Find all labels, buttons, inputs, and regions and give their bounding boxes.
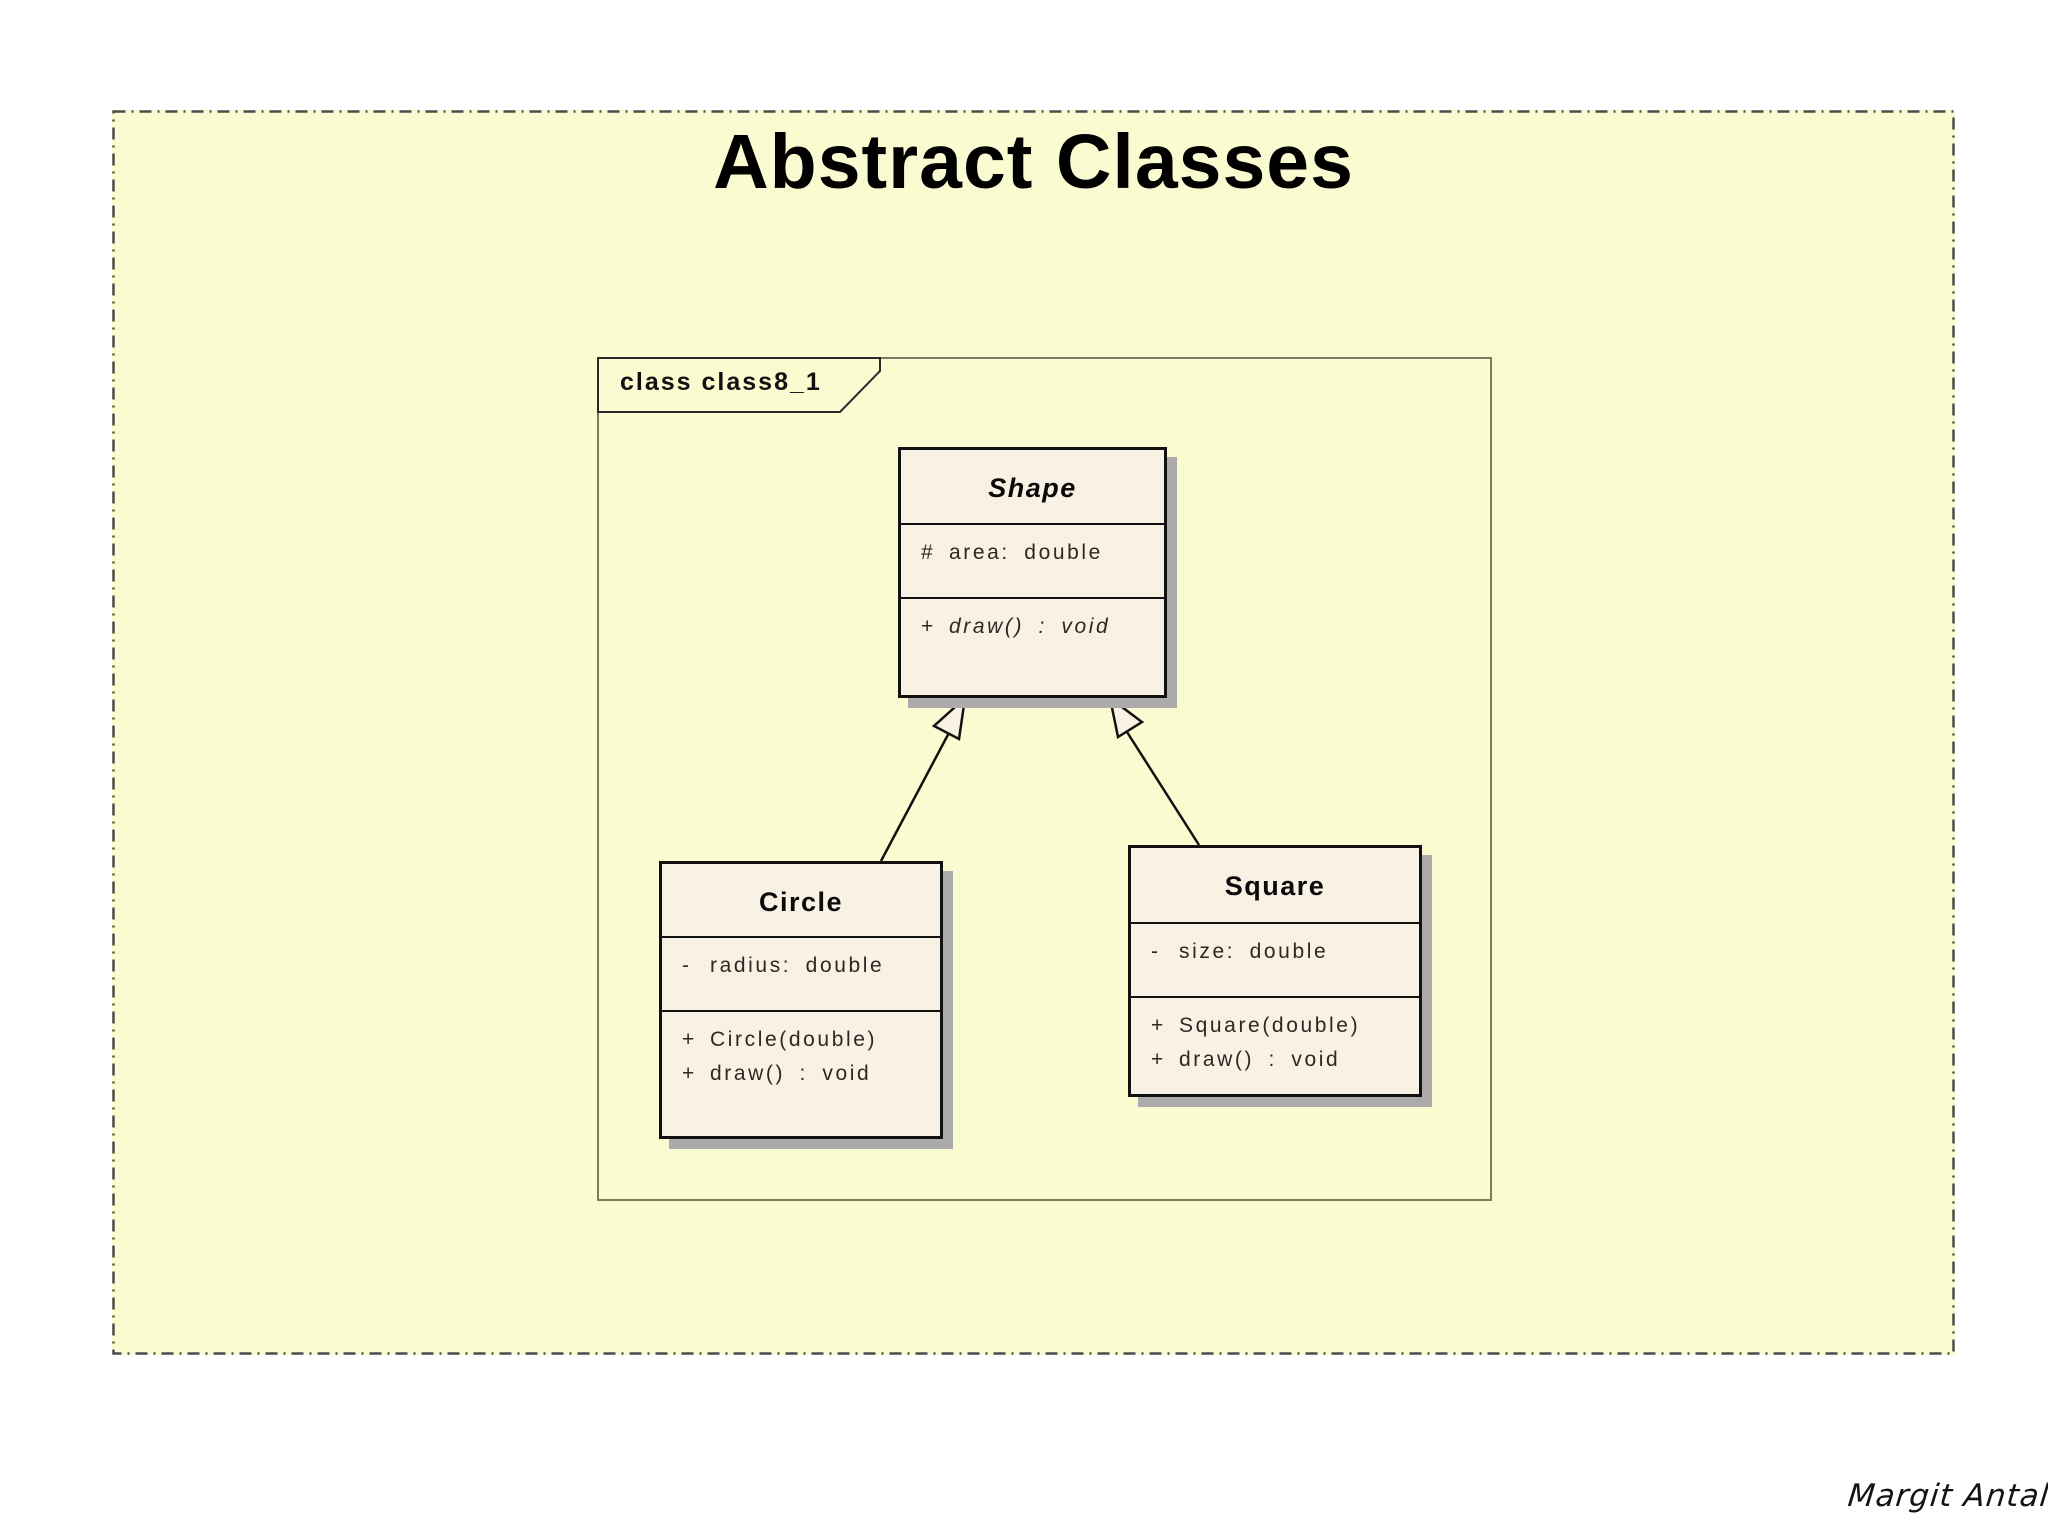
visibility-symbol: - xyxy=(1151,940,1161,963)
visibility-symbol: - xyxy=(682,954,692,977)
attribute-row: - radius: double xyxy=(662,949,940,983)
operation-text: draw() : void xyxy=(710,1062,872,1085)
visibility-symbol: + xyxy=(682,1062,697,1085)
operation-text: Square(double) xyxy=(1179,1014,1361,1037)
attribute-row: # area: double xyxy=(901,536,1164,570)
attributes-compartment: - radius: double xyxy=(662,936,940,1010)
attribute-row: - size: double xyxy=(1131,935,1419,969)
visibility-symbol: + xyxy=(1151,1048,1166,1071)
class-box-shape: Shape # area: double + draw() : void xyxy=(898,447,1167,698)
generalization-line-square xyxy=(1125,731,1201,846)
class-box-square: Square - size: double + Square(double) +… xyxy=(1128,845,1422,1097)
visibility-symbol: # xyxy=(921,541,936,564)
generalization-arrowhead-icon xyxy=(1108,695,1145,740)
class-name: Square xyxy=(1224,871,1326,901)
operations-compartment: + draw() : void xyxy=(901,597,1164,644)
slide-title: Abstract Classes xyxy=(713,119,1354,205)
class-box-circle: Circle - radius: double + Circle(double)… xyxy=(659,861,943,1139)
attribute-text: area: double xyxy=(949,541,1103,564)
operations-compartment: + Square(double) + draw() : void xyxy=(1131,996,1419,1077)
attribute-text: radius: double xyxy=(710,954,885,977)
operation-text: draw() : void xyxy=(949,615,1111,638)
operations-compartment: + Circle(double) + draw() : void xyxy=(662,1010,940,1091)
author-signature: Margit Antal xyxy=(1846,1478,2048,1514)
class-name: Shape xyxy=(988,473,1077,503)
attributes-compartment: - size: double xyxy=(1131,922,1419,996)
visibility-symbol: + xyxy=(1151,1014,1166,1037)
visibility-symbol: + xyxy=(921,615,936,638)
diagram-graphics xyxy=(112,110,1955,1355)
operation-row: + Square(double) xyxy=(1131,1009,1419,1043)
operation-row: + draw() : void xyxy=(901,610,1164,644)
frame-label-pentagon xyxy=(597,357,881,413)
slide: Abstract Classes class class8_1 Shape # … xyxy=(112,110,1955,1355)
operation-text: draw() : void xyxy=(1179,1048,1341,1071)
generalization-line-circle xyxy=(879,728,953,862)
operation-row: + Circle(double) xyxy=(662,1023,940,1057)
slide-dashdot-border xyxy=(112,110,1955,1355)
attributes-compartment: # area: double xyxy=(901,523,1164,597)
uml-frame-border xyxy=(597,357,1492,1201)
visibility-symbol: + xyxy=(682,1028,697,1051)
operation-row: + draw() : void xyxy=(1131,1043,1419,1077)
attribute-text: size: double xyxy=(1179,940,1329,963)
frame-label: class class8_1 xyxy=(620,368,822,396)
operation-text: Circle(double) xyxy=(710,1028,878,1051)
operation-row: + draw() : void xyxy=(662,1057,940,1091)
generalization-arrowhead-icon xyxy=(931,694,967,741)
class-name: Circle xyxy=(758,887,844,917)
